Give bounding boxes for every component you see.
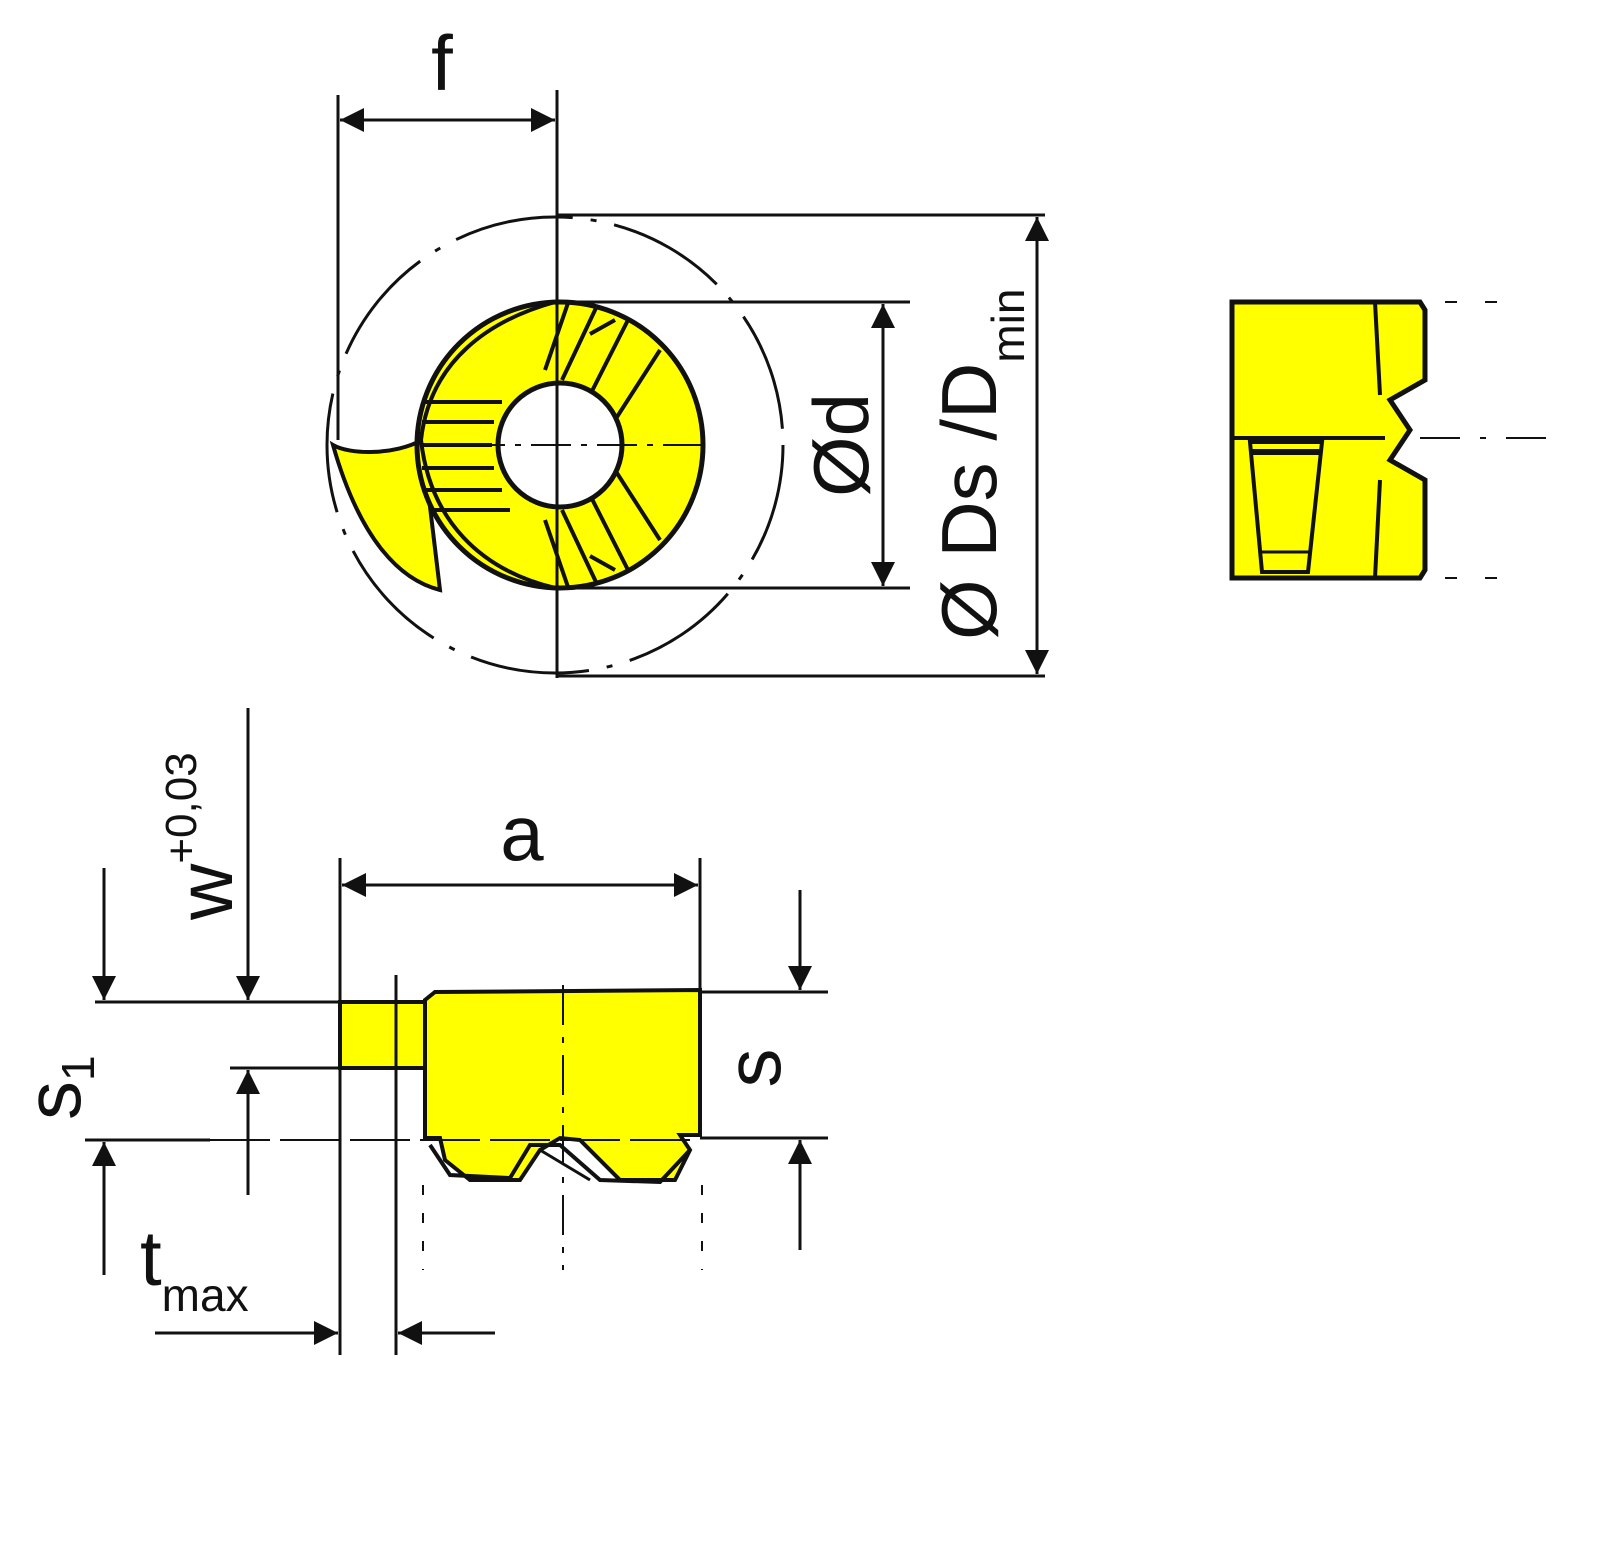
label-Ds-main: Ø Ds /D: [925, 363, 1013, 640]
bottom-view: a s s1 w+0,03 tmax: [9, 708, 828, 1355]
label-t-main: t: [140, 1214, 162, 1302]
profile-tooth-divider: [539, 1148, 591, 1182]
label-d: Ød: [797, 393, 885, 497]
label-w-main: w: [161, 863, 249, 921]
side-chamfer-top: [1373, 301, 1382, 396]
cutting-circle: [325, 215, 785, 675]
label-a: a: [500, 789, 544, 877]
label-Ds-sub: min: [982, 289, 1034, 363]
label-t-sub: max: [162, 1269, 249, 1321]
profile-stem: [338, 1000, 427, 1070]
label-f: f: [431, 19, 453, 107]
label-w: w+0,03: [157, 752, 249, 921]
label-s: s: [709, 1049, 797, 1088]
label-s1-sub: 1: [52, 1055, 104, 1081]
face-hatching: [422, 302, 662, 588]
side-pocket: [1247, 440, 1325, 574]
label-w-sup: +0,03: [157, 752, 206, 863]
label-Ds: Ø Ds /Dmin: [925, 289, 1034, 640]
cutting-tongue: [329, 436, 443, 593]
side-chamfer-bottom: [1373, 479, 1382, 579]
profile-teeth: [428, 1143, 692, 1185]
inner-face-edge: [418, 300, 556, 590]
label-s1: s1: [9, 1055, 104, 1120]
label-s1-main: s: [9, 1081, 97, 1120]
top-view: f Ød Ø Ds /Dmin: [325, 19, 1049, 678]
side-view: [1229, 299, 1555, 581]
label-t: tmax: [140, 1214, 249, 1321]
